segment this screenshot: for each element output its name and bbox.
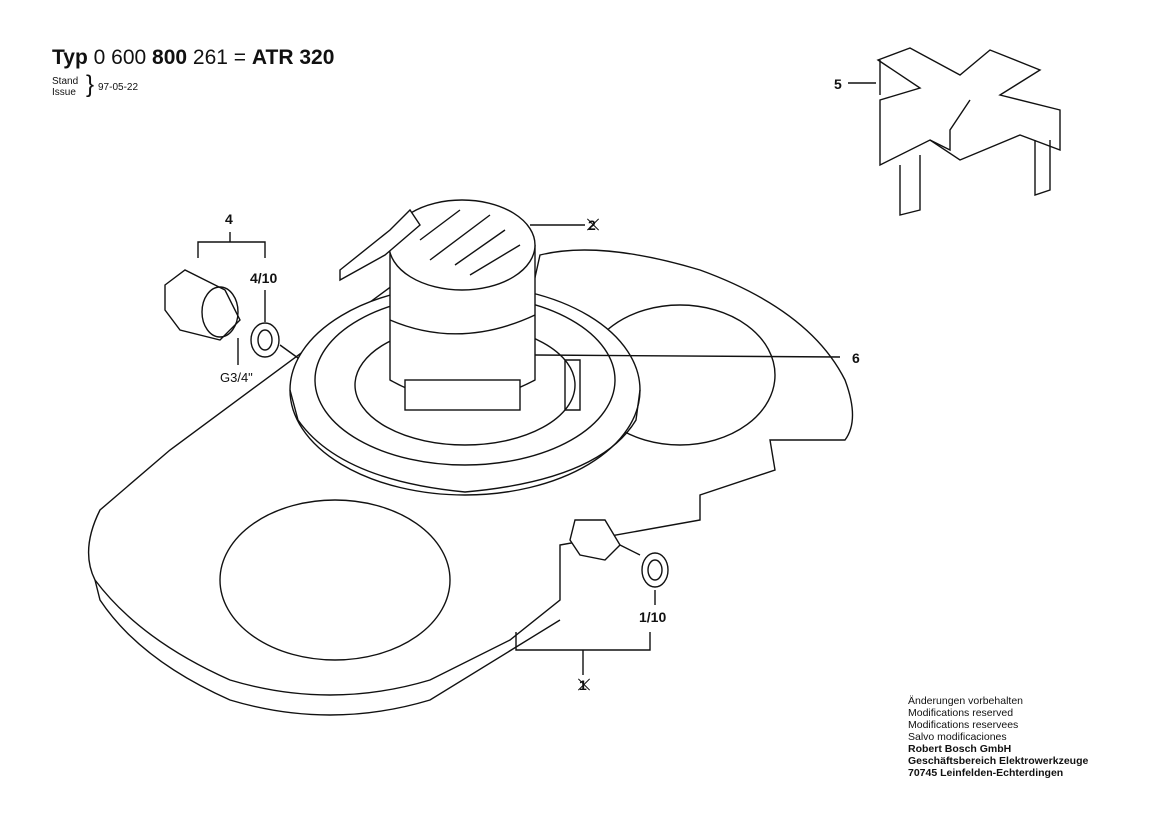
- issue-date: 97-05-22: [98, 82, 139, 93]
- callout-1-10: 1/10: [639, 609, 667, 625]
- drawing-title: Typ 0 600 800 261 = ATR 320: [52, 46, 334, 70]
- callout-6: 6: [852, 350, 860, 366]
- footer-division: Geschäftsbereich Elektrowerkzeuge: [908, 755, 1089, 767]
- typ-label: Typ: [52, 46, 88, 69]
- part-prefix: 0 600: [93, 46, 147, 69]
- stand-label: Stand: [52, 76, 79, 87]
- footer-line: Salvo modificaciones: [908, 731, 1007, 743]
- bracket-1: [515, 632, 651, 675]
- callout-1-crossed: 1: [579, 677, 587, 693]
- part-mid: 800: [152, 46, 188, 69]
- callout-5: 5: [834, 76, 842, 92]
- footer-notes: Änderungen vorbehalten Modifications res…: [908, 695, 1088, 779]
- footer-address: 70745 Leinfelden-Echterdingen: [908, 767, 1064, 779]
- issue-label: Issue: [52, 87, 76, 98]
- issue-labels: Stand Issue: [52, 76, 78, 98]
- footer-company: Robert Bosch GmbH: [908, 743, 1012, 755]
- part-4-nut: [164, 269, 280, 358]
- part-5-cross-stand: [876, 47, 1061, 216]
- part-suffix: 261 =: [192, 46, 247, 69]
- leader-6: [534, 354, 841, 358]
- footer-line: Modifications reservees: [908, 719, 1019, 731]
- callout-2-crossed: 2: [588, 217, 596, 233]
- callout-4-10: 4/10: [250, 270, 278, 286]
- footer-line: Modifications reserved: [908, 707, 1014, 719]
- callout-4: 4: [225, 211, 233, 227]
- callout-thread-g34: G3/4": [220, 370, 253, 385]
- bracket-4: [197, 232, 266, 258]
- footer-line: Änderungen vorbehalten: [908, 695, 1024, 707]
- model-name: ATR 320: [251, 46, 335, 69]
- rotor-head: [339, 199, 581, 411]
- brace: }: [86, 71, 95, 98]
- hose-fitting: [569, 519, 669, 588]
